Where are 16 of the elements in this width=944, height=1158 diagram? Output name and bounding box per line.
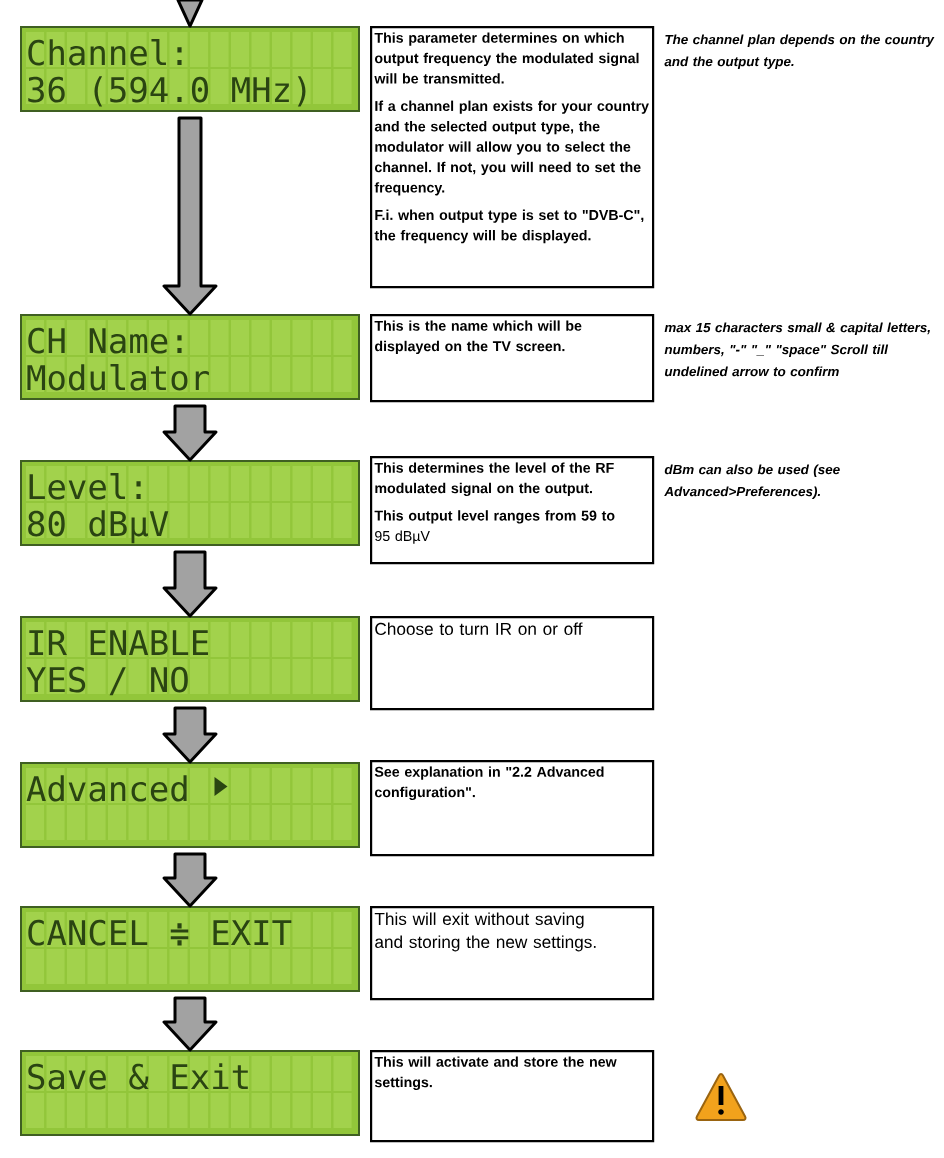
- block-arrow: [176, 0, 204, 28]
- lcd-display: Channel: 36 (594.0 MHz): [20, 26, 360, 112]
- lcd-display: IR ENABLE YES / NO: [20, 616, 360, 702]
- block-arrow: [162, 404, 218, 462]
- text-box: This will exit without saving and storing the new settings.: [370, 906, 655, 1001]
- lcd-display: Advanced: [20, 762, 360, 848]
- block-arrow: [162, 116, 218, 316]
- lcd-display: Save & Exit: [20, 1050, 360, 1136]
- block-arrow: [162, 550, 218, 618]
- lcd-display: Level: 80 dBµV: [20, 460, 360, 546]
- block-arrow: [162, 706, 218, 764]
- block-arrow: [162, 996, 218, 1052]
- lcd-display: CH Name: Modulator: [20, 314, 360, 400]
- block-arrow: [162, 852, 218, 908]
- lcd-display: CANCEL ≑ EXIT: [20, 906, 360, 992]
- text-box: Choose to turn IR on or off: [370, 616, 655, 711]
